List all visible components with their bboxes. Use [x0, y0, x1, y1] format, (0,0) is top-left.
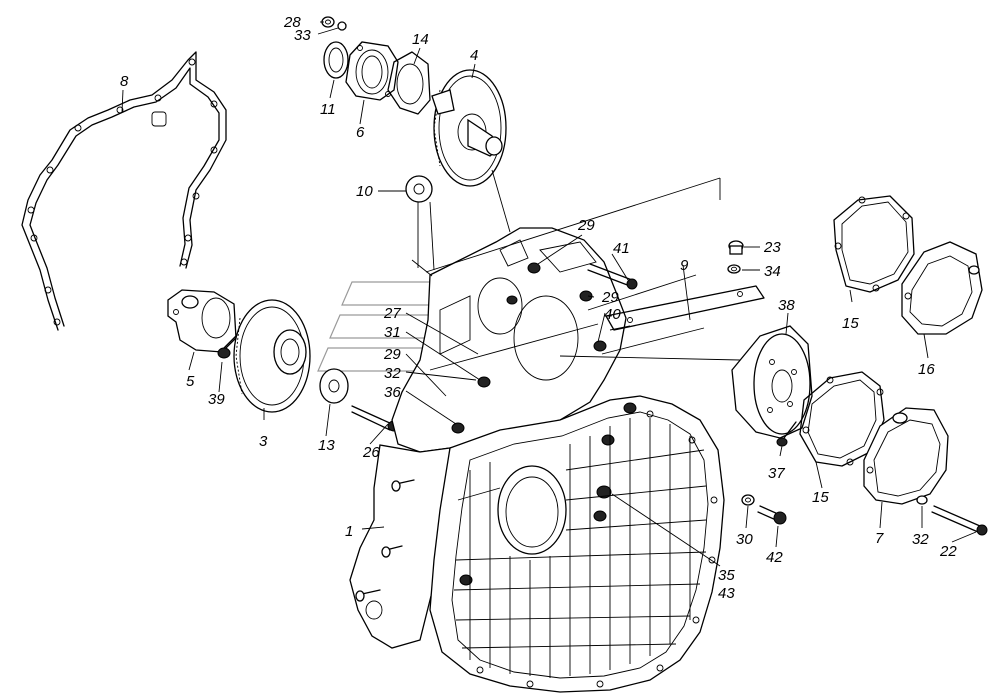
label-32-left: 32: [384, 365, 401, 382]
label-31: 31: [384, 324, 401, 341]
label-3: 3: [259, 433, 268, 450]
label-37: 37: [768, 465, 785, 482]
part-39-bolt: [217, 335, 237, 359]
part-15-gasket-upper: [833, 195, 915, 293]
label-33: 33: [294, 27, 311, 44]
label-29-left: 29: [383, 346, 401, 363]
callout-labels: 8 28 33 11 6 14 4 10 5 39 3 13 26 1 27 3…: [120, 14, 957, 602]
part-16-cover: [901, 241, 983, 335]
label-41: 41: [613, 240, 630, 257]
part-41-stud: [587, 263, 638, 290]
part-8-gasket: [21, 51, 227, 331]
label-32-right: 32: [912, 531, 929, 548]
label-43: 43: [718, 585, 735, 602]
label-11: 11: [320, 101, 336, 118]
label-28: 28: [283, 14, 301, 31]
label-36: 36: [384, 384, 401, 401]
part-33-washer: [337, 21, 347, 31]
part-7-cover: [863, 407, 949, 505]
label-27: 27: [383, 305, 401, 322]
part-38-drum: [731, 325, 813, 439]
label-35: 35: [718, 567, 735, 584]
label-16: 16: [918, 361, 935, 378]
part-14-gasket: [387, 51, 431, 115]
part-26-bolt: [351, 405, 401, 432]
leader-lines: [121, 21, 977, 567]
label-7: 7: [875, 530, 884, 547]
label-10: 10: [356, 183, 373, 200]
label-9: 9: [680, 257, 689, 274]
part-34-washer: [727, 264, 741, 274]
label-1: 1: [345, 523, 353, 540]
label-4: 4: [470, 47, 478, 64]
label-14: 14: [412, 31, 429, 48]
part-6-flange: [345, 41, 399, 101]
label-5: 5: [186, 373, 195, 390]
label-22: 22: [939, 543, 957, 560]
label-40: 40: [604, 306, 621, 323]
assembly-guide-lines: [411, 169, 741, 371]
part-37-bolt: [776, 421, 797, 447]
part-42-bolt: [757, 505, 787, 525]
label-34: 34: [764, 263, 781, 280]
part-10-washer: [405, 175, 433, 203]
part-3-gear: [233, 299, 311, 413]
part-32-washer: [916, 495, 928, 505]
label-23: 23: [763, 239, 781, 256]
part-11-seal-ring: [323, 41, 349, 79]
part-23-plug: [728, 240, 744, 255]
label-15-upper: 15: [842, 315, 859, 332]
label-39: 39: [208, 391, 225, 408]
label-8: 8: [120, 73, 129, 90]
part-5-bracket: [167, 289, 237, 353]
part-4-gear: [431, 69, 507, 187]
label-30: 30: [736, 531, 753, 548]
label-29-mid: 29: [601, 289, 619, 306]
label-15-lower: 15: [812, 489, 829, 506]
label-42: 42: [766, 549, 783, 566]
label-26: 26: [362, 444, 380, 461]
part-15-gasket-lower: [799, 371, 885, 467]
label-38: 38: [778, 297, 795, 314]
label-13: 13: [318, 437, 335, 454]
part-9-plate: [605, 285, 765, 331]
label-6: 6: [356, 124, 365, 141]
part-30-washer: [741, 494, 755, 506]
part-13-washer: [319, 368, 349, 404]
part-22-bolt: [931, 505, 988, 536]
part-1-housing: [349, 227, 725, 693]
label-29-top: 29: [577, 217, 595, 234]
